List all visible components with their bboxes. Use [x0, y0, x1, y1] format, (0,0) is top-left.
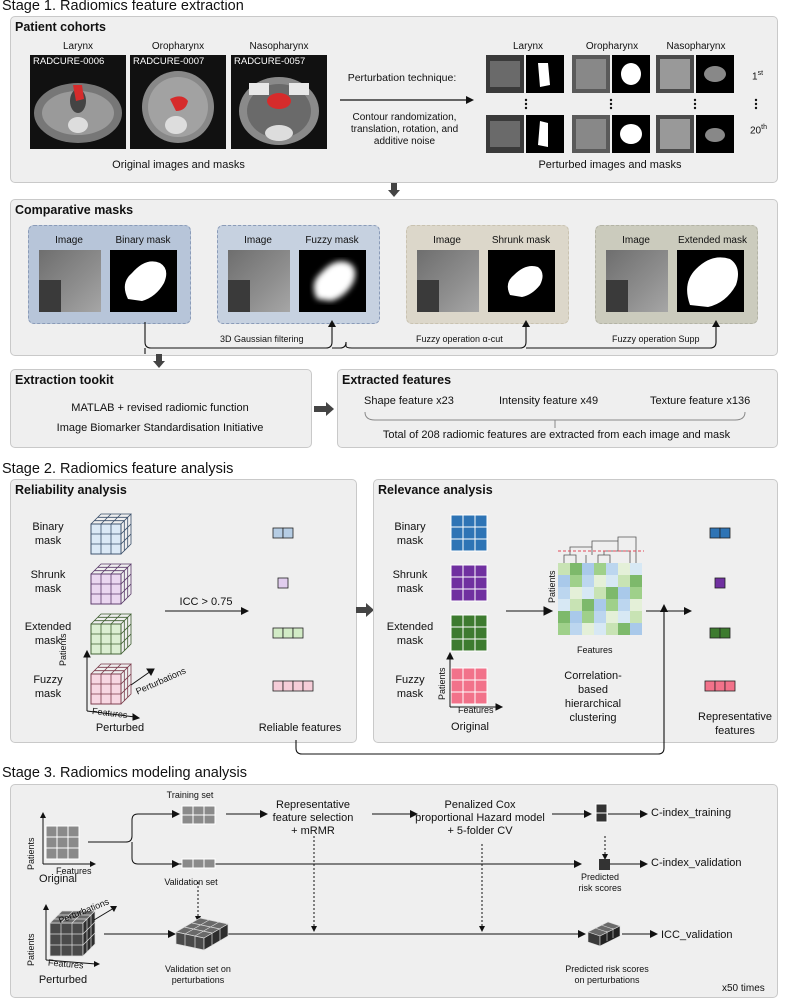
c-index-validation: C-index_validation: [651, 857, 742, 869]
toolkit-line1: MATLAB + revised radiomic function: [10, 402, 310, 414]
heatmap-cell: [582, 575, 594, 587]
training-set-label: Training set: [160, 790, 220, 800]
heatmap-cell: [594, 587, 606, 599]
right-arrow-toolkit: [314, 402, 336, 416]
relv-shrunk-label: Shrunkmask: [380, 568, 440, 596]
toolkit-title: Extraction tookit: [15, 373, 114, 387]
down-arrow-2: [153, 354, 165, 368]
heatmap-cell: [582, 563, 594, 575]
texture-features: Texture feature x136: [650, 395, 750, 407]
heatmap-cell: [618, 587, 630, 599]
mask-thumbnails: [28, 225, 758, 325]
perturbation-detail-1: Contour randomization,: [332, 112, 477, 123]
op-gaussian: 3D Gaussian filtering: [220, 334, 304, 344]
heatmap-cell: [606, 575, 618, 587]
patient-id-nasopharynx: RADCURE-0057: [234, 56, 305, 67]
mod-axis-patients: Patients: [26, 837, 36, 870]
validation-set-label: Validation set: [155, 877, 227, 887]
first-perturbation-label: 1st: [752, 70, 763, 82]
ct-image-oropharynx: RADCURE-0007: [130, 55, 226, 149]
down-arrow-1: [388, 183, 400, 197]
heatmap-cell: [606, 563, 618, 575]
c-index-training: C-index_training: [651, 807, 731, 819]
perturbation-detail-3: additive noise: [332, 136, 477, 147]
comparative-masks-title: Comparative masks: [15, 203, 133, 217]
perturbed-thumbnails: [486, 55, 776, 155]
patient-id-larynx: RADCURE-0006: [33, 56, 104, 67]
features-bracket: [360, 410, 760, 430]
heatmap-cell: [594, 563, 606, 575]
perturbation-arrow: [340, 94, 475, 106]
heatmap-cell: [558, 587, 570, 599]
op-alpha-cut: Fuzzy operation α-cut: [416, 334, 503, 344]
site-oropharynx: Oropharynx: [130, 41, 226, 52]
ct-image-larynx: RADCURE-0006: [30, 55, 126, 149]
original-images-caption: Original images and masks: [30, 159, 327, 171]
heatmap-cell: [630, 587, 642, 599]
heatmap-cell: [618, 575, 630, 587]
heatmap-cell: [594, 575, 606, 587]
stage1-title: Stage 1. Radiomics feature extraction: [2, 0, 244, 14]
last-perturbation-label: 20th: [750, 124, 767, 136]
site-nasopharynx: Nasopharynx: [231, 41, 327, 52]
patient-id-oropharynx: RADCURE-0007: [133, 56, 204, 67]
perturbed-images-caption: Perturbed images and masks: [486, 159, 734, 171]
val-on-perturbations-label: Validation set onperturbations: [150, 964, 246, 986]
mod-perturbed-label: Perturbed: [28, 974, 98, 986]
intensity-features: Intensity feature x49: [499, 395, 598, 407]
heatmap-cell: [570, 587, 582, 599]
heatmap-cell: [582, 587, 594, 599]
ct-image-nasopharynx: RADCURE-0057: [231, 55, 327, 149]
mod-original-label: Original: [28, 873, 88, 885]
reliability-title: Reliability analysis: [15, 483, 127, 497]
heatmap-cell: [570, 575, 582, 587]
heatmap-cell: [558, 563, 570, 575]
stage3-title: Stage 3. Radiomics modeling analysis: [2, 765, 247, 781]
site-larynx: Larynx: [30, 41, 126, 52]
rel-perturbed-label: Perturbed: [70, 722, 170, 734]
heatmap-cell: [558, 575, 570, 587]
heatmap-cell: [606, 587, 618, 599]
toolkit-line2: Image Biomarker Standardisation Initiati…: [10, 422, 310, 434]
heatmap-cell: [618, 563, 630, 575]
reliable-to-relevance-connector: [290, 600, 690, 760]
stage2-title: Stage 2. Radiomics feature analysis: [2, 461, 233, 477]
shape-features: Shape feature x23: [364, 395, 454, 407]
features-total: Total of 208 radiomic features are extra…: [337, 429, 776, 441]
perturbation-title: Perturbation technique:: [337, 72, 467, 84]
heatmap-patients: Patients: [547, 570, 557, 603]
rel-axis-patients: Patients: [58, 633, 68, 666]
relevance-title: Relevance analysis: [378, 483, 493, 497]
heatmap-cell: [570, 563, 582, 575]
perturbed-site-larynx: Larynx: [488, 41, 568, 52]
icc-threshold: ICC > 0.75: [166, 596, 246, 608]
patient-cohorts-title: Patient cohorts: [15, 20, 106, 34]
rel-binary-label: Binarymask: [18, 520, 78, 548]
op-supp: Fuzzy operation Supp: [612, 334, 700, 344]
perturbation-detail-2: translation, rotation, and: [332, 124, 477, 135]
heatmap-cell: [630, 575, 642, 587]
mod-pert-axis-patients: Patients: [26, 933, 36, 966]
heatmap-cell: [630, 563, 642, 575]
perturbed-site-nasopharynx: Nasopharynx: [656, 41, 736, 52]
features-title: Extracted features: [342, 373, 451, 387]
pred-risk-perturb-label: Predicted risk scoreson perturbations: [555, 964, 659, 986]
icc-validation: ICC_validation: [661, 929, 733, 941]
repeat-times: x50 times: [722, 983, 765, 994]
perturbed-site-oropharynx: Oropharynx: [572, 41, 652, 52]
